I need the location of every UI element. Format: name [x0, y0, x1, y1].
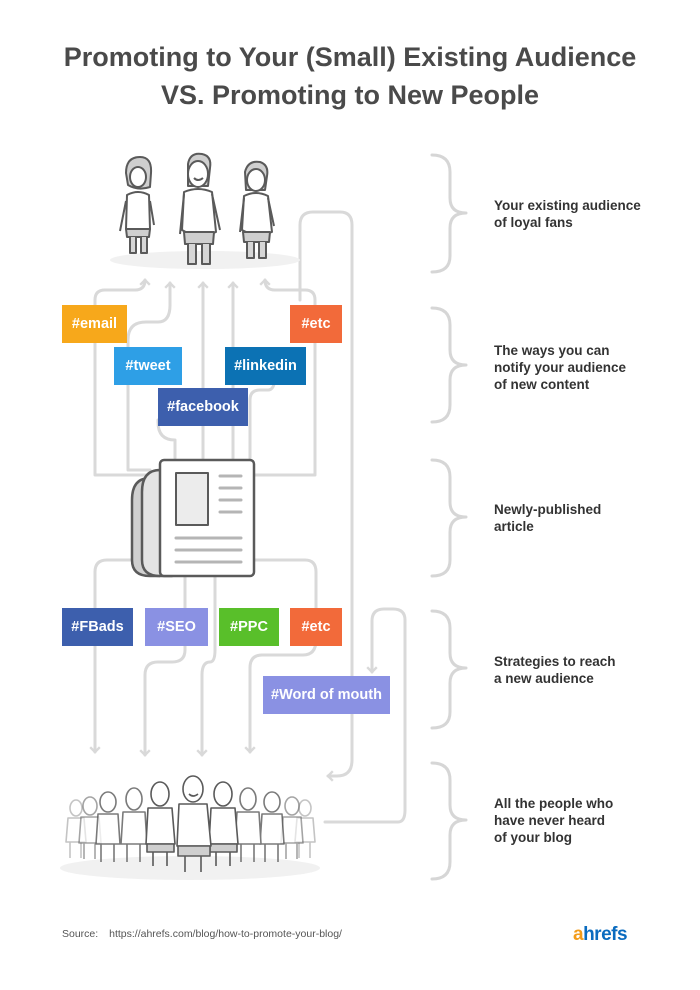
desc-new-people: All the people who have never heard of y…: [494, 796, 614, 845]
flow-line-linkedin-2: [248, 373, 277, 460]
tag-facebook: #facebook: [158, 388, 248, 426]
desc-existing-audience: Your existing audience of loyal fans: [494, 198, 641, 230]
brackets: [430, 153, 468, 881]
tag-fbads: #FBads: [62, 608, 133, 646]
flow-line-right-loop: [298, 210, 354, 782]
bracket-3: [430, 458, 468, 578]
tag-tweet: #tweet: [114, 347, 182, 385]
flow-line-etc: [248, 278, 317, 477]
ahrefs-logo: ahrefs: [573, 924, 628, 945]
flow-line-tweet: [126, 281, 176, 472]
source-label: Source:: [62, 928, 99, 940]
flow-line-word-of-mouth: [323, 607, 407, 824]
desc-new-article: Newly-published article: [494, 502, 602, 534]
tag-linkedin: #linkedin: [225, 347, 306, 385]
source-url[interactable]: https://ahrefs.com/blog/how-to-promote-y…: [109, 928, 342, 940]
title-line-1: Promoting to Your (Small) Existing Audie…: [63, 42, 637, 72]
bracket-2: [430, 306, 468, 424]
audience-figure-right: [239, 160, 275, 259]
audience-figure-left: [119, 156, 155, 254]
bracket-4: [430, 609, 468, 730]
flow-line-seo: [139, 573, 187, 757]
upper-flow-lines: [93, 210, 354, 782]
bracket-5: [430, 761, 468, 881]
lower-flow-lines: [89, 558, 407, 824]
existing-audience-figures: [110, 152, 300, 269]
desc-notify-ways: The ways you can notify your audience of…: [494, 343, 627, 392]
new-audience-crowd: [60, 775, 320, 880]
desc-reach-strategies: Strategies to reach a new audience: [494, 654, 616, 686]
flow-line-ppc: [196, 573, 217, 757]
flow-line-email: [93, 278, 162, 477]
page-title: Promoting to Your (Small) Existing Audie…: [0, 38, 700, 114]
flow-line-fbads: [89, 558, 152, 754]
title-line-2: VS. Promoting to New People: [160, 80, 540, 110]
tag-ppc: #PPC: [219, 608, 279, 646]
flow-line-etc-low: [243, 558, 318, 754]
newspaper-icon: [130, 458, 256, 578]
source-line: Source: https://ahrefs.com/blog/how-to-p…: [62, 928, 342, 940]
audience-figure-center: [179, 152, 221, 265]
tag-email: #email: [62, 305, 127, 343]
tag-etc-reach: #etc: [290, 608, 342, 646]
tag-seo: #SEO: [145, 608, 208, 646]
tag-word-of-mouth: #Word of mouth: [263, 676, 390, 714]
tag-etc-notify: #etc: [290, 305, 342, 343]
bracket-1: [430, 153, 468, 274]
